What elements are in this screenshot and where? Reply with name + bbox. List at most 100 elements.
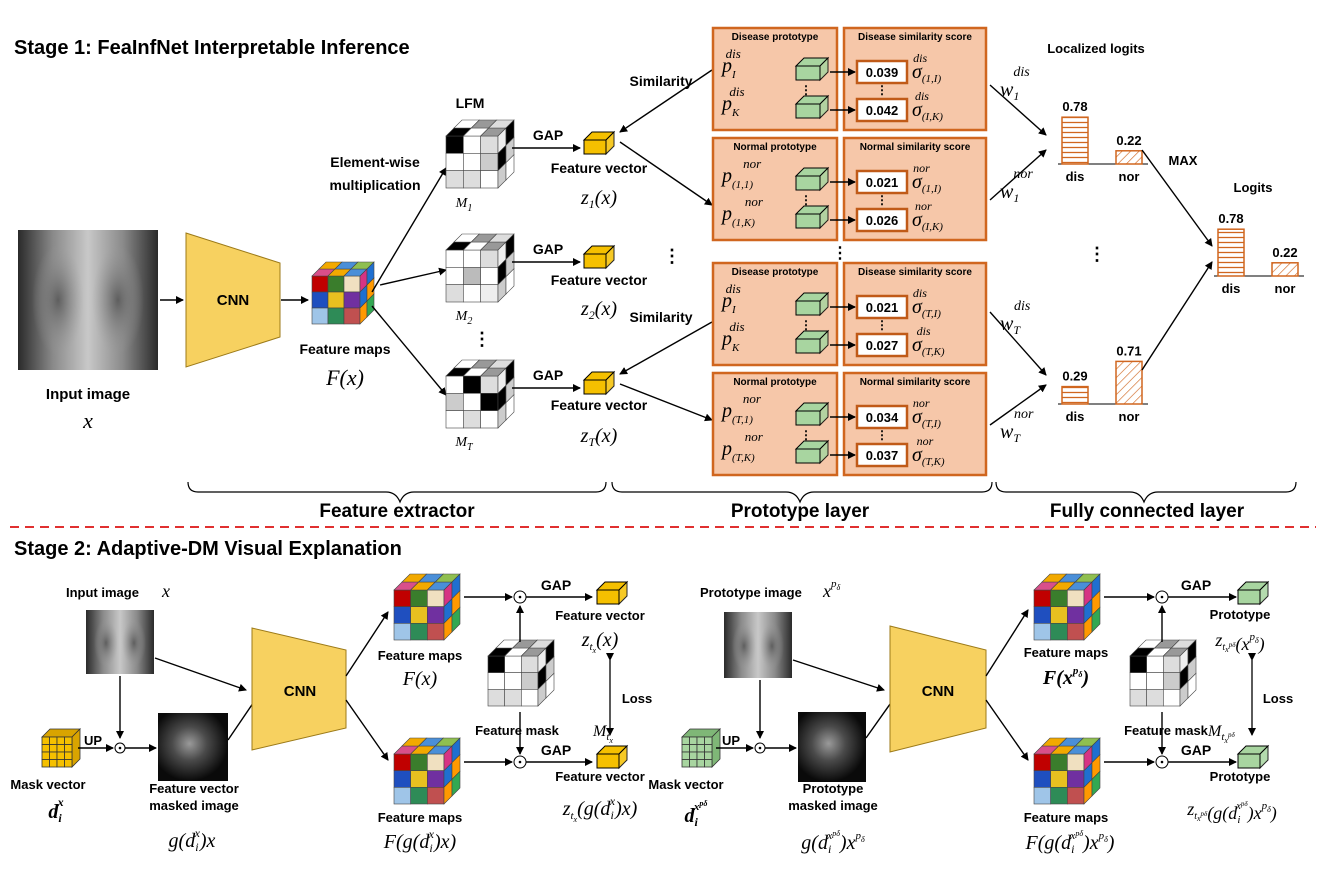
score-box-title: Disease similarity score [858, 267, 972, 278]
score-box-title: Disease similarity score [858, 32, 972, 43]
svg-text:Loss: Loss [622, 691, 652, 706]
bar-value-label: 0.78 [1218, 211, 1243, 226]
sigma-symbol: σ(I,K)dis [912, 89, 943, 123]
svg-text:Feature vector: Feature vector [551, 272, 648, 288]
score-box-title: Normal similarity score [860, 142, 971, 153]
feature-maps-label: Feature maps [299, 341, 390, 357]
prototype-symbol: pIdis [720, 281, 741, 316]
bar-value-label: 0.22 [1116, 133, 1141, 148]
svg-text:GAP: GAP [1181, 742, 1211, 758]
prototype-symbol: pKdis [720, 84, 745, 119]
svg-text:Feature vector: Feature vector [149, 781, 239, 796]
sigma-symbol: σ(T,I)dis [912, 286, 941, 320]
score-box-title: Normal similarity score [860, 377, 971, 388]
cnn-label: CNN [217, 292, 250, 309]
svg-text:GAP: GAP [533, 127, 563, 143]
bar-nor [1115, 360, 1143, 405]
svg-text:z1(x): z1(x) [580, 187, 617, 211]
similarity-score-value: 0.037 [866, 448, 899, 463]
svg-text:⋮: ⋮ [876, 318, 888, 332]
svg-text:Feature maps: Feature maps [1024, 645, 1109, 660]
cnn-trapezoid [185, 232, 281, 368]
wT-nor: wTnor [1000, 407, 1034, 445]
localized-logits-label: Localized logits [1047, 41, 1145, 56]
similarity-score-value: 0.021 [866, 300, 899, 315]
svg-text:F(xpδ): F(xpδ) [1042, 665, 1089, 689]
bar-dis [1061, 385, 1089, 405]
svg-text:Mask vector: Mask vector [648, 777, 723, 792]
max-label: MAX [1169, 153, 1198, 168]
svg-text:⋮: ⋮ [663, 246, 681, 266]
similarity-label-2: Similarity [629, 309, 692, 325]
svg-text:CNN: CNN [284, 683, 317, 700]
bar-dis [1217, 228, 1245, 277]
svg-text:masked image: masked image [149, 798, 239, 813]
gap-row-1: GAP Feature vector z1(x) [512, 127, 648, 211]
svg-text:ztx(g(dix)x): ztx(g(dix)x) [562, 794, 638, 824]
mask-symbol-1: M1 [455, 196, 473, 214]
bar-category-label: dis [1066, 169, 1085, 184]
bar-nor [1115, 150, 1143, 165]
bar-value-label: 0.78 [1062, 99, 1087, 114]
svg-text:GAP: GAP [541, 742, 571, 758]
gap-row-t: GAP Feature vector zT(x) [512, 367, 648, 449]
mask-symbol-2: M2 [455, 309, 473, 327]
sigma-symbol: σ(1,I)nor [912, 161, 941, 195]
svg-text:GAP: GAP [1181, 577, 1211, 593]
svg-text:Feature vector: Feature vector [551, 397, 648, 413]
svg-text:⋮: ⋮ [800, 428, 812, 442]
w1-nor: w1nor [1000, 167, 1033, 205]
sigma-symbol: σ(I,K)nor [912, 199, 943, 233]
stage2-left: Input image x UP Mask vector dix Feature… [10, 573, 652, 855]
svg-text:Feature mask: Feature mask [1124, 723, 1209, 738]
sigma-symbol: σ(T,I)nor [912, 396, 941, 430]
input-image-label: Input image [46, 386, 130, 403]
lfm-label: LFM [456, 95, 485, 111]
prototype-symbol: p(T,K)nor [720, 429, 764, 464]
svg-text:ztx(x): ztx(x) [581, 629, 619, 655]
prototype-box-title: Disease prototype [732, 32, 819, 43]
similarity-score-value: 0.027 [866, 338, 899, 353]
bar-nor [1271, 262, 1299, 277]
sigma-symbol: σ(1,I)dis [912, 51, 941, 85]
similarity-score-value: 0.039 [866, 65, 899, 80]
svg-text:dixpδ: dixpδ [685, 799, 708, 829]
svg-text:Feature mask: Feature mask [475, 723, 560, 738]
stage2-title: Stage 2: Adaptive-DM Visual Explanation [14, 538, 402, 560]
svg-text:z2(x): z2(x) [580, 298, 617, 322]
elementwise-label-line2: multiplication [330, 177, 421, 193]
similarity-score-value: 0.026 [866, 213, 899, 228]
svg-text:F(x): F(x) [402, 668, 438, 690]
svg-text:UP: UP [84, 733, 102, 748]
section-prototype-layer: Prototype layer [731, 501, 870, 522]
svg-text:dix: dix [48, 795, 63, 825]
prototype-group-3: Disease prototype Disease similarity scor… [711, 261, 988, 367]
svg-text:Prototype: Prototype [803, 781, 864, 796]
svg-text:⋮: ⋮ [800, 83, 812, 97]
prototype-symbol: p(1,1)nor [720, 156, 762, 191]
similarity-score-value: 0.034 [866, 410, 899, 425]
prototype-symbol: pKdis [720, 319, 745, 354]
gap-row-2: GAP Feature vector z2(x) [512, 241, 648, 322]
svg-text:⋮: ⋮ [876, 83, 888, 97]
svg-text:GAP: GAP [541, 577, 571, 593]
svg-text:ztxpδ(g(dixpδ)xpδ): ztxpδ(g(dixpδ)xpδ) [1186, 799, 1277, 826]
svg-text:zT(x): zT(x) [580, 425, 618, 449]
svg-text:GAP: GAP [533, 367, 563, 383]
svg-text:Feature vector: Feature vector [555, 608, 645, 623]
prototype-symbol: p(T,1)nor [720, 391, 762, 426]
input-xray-image [18, 230, 158, 370]
feature-maps-symbol: F(x) [325, 365, 364, 390]
elementwise-label-line1: Element-wise [330, 154, 420, 170]
prototype-box-title: Disease prototype [732, 267, 819, 278]
svg-text:Feature vector: Feature vector [551, 160, 648, 176]
similarity-score-value: 0.042 [866, 103, 899, 118]
logits-label: Logits [1234, 180, 1273, 195]
svg-text:Mtxpδ: Mtxpδ [1207, 723, 1235, 745]
